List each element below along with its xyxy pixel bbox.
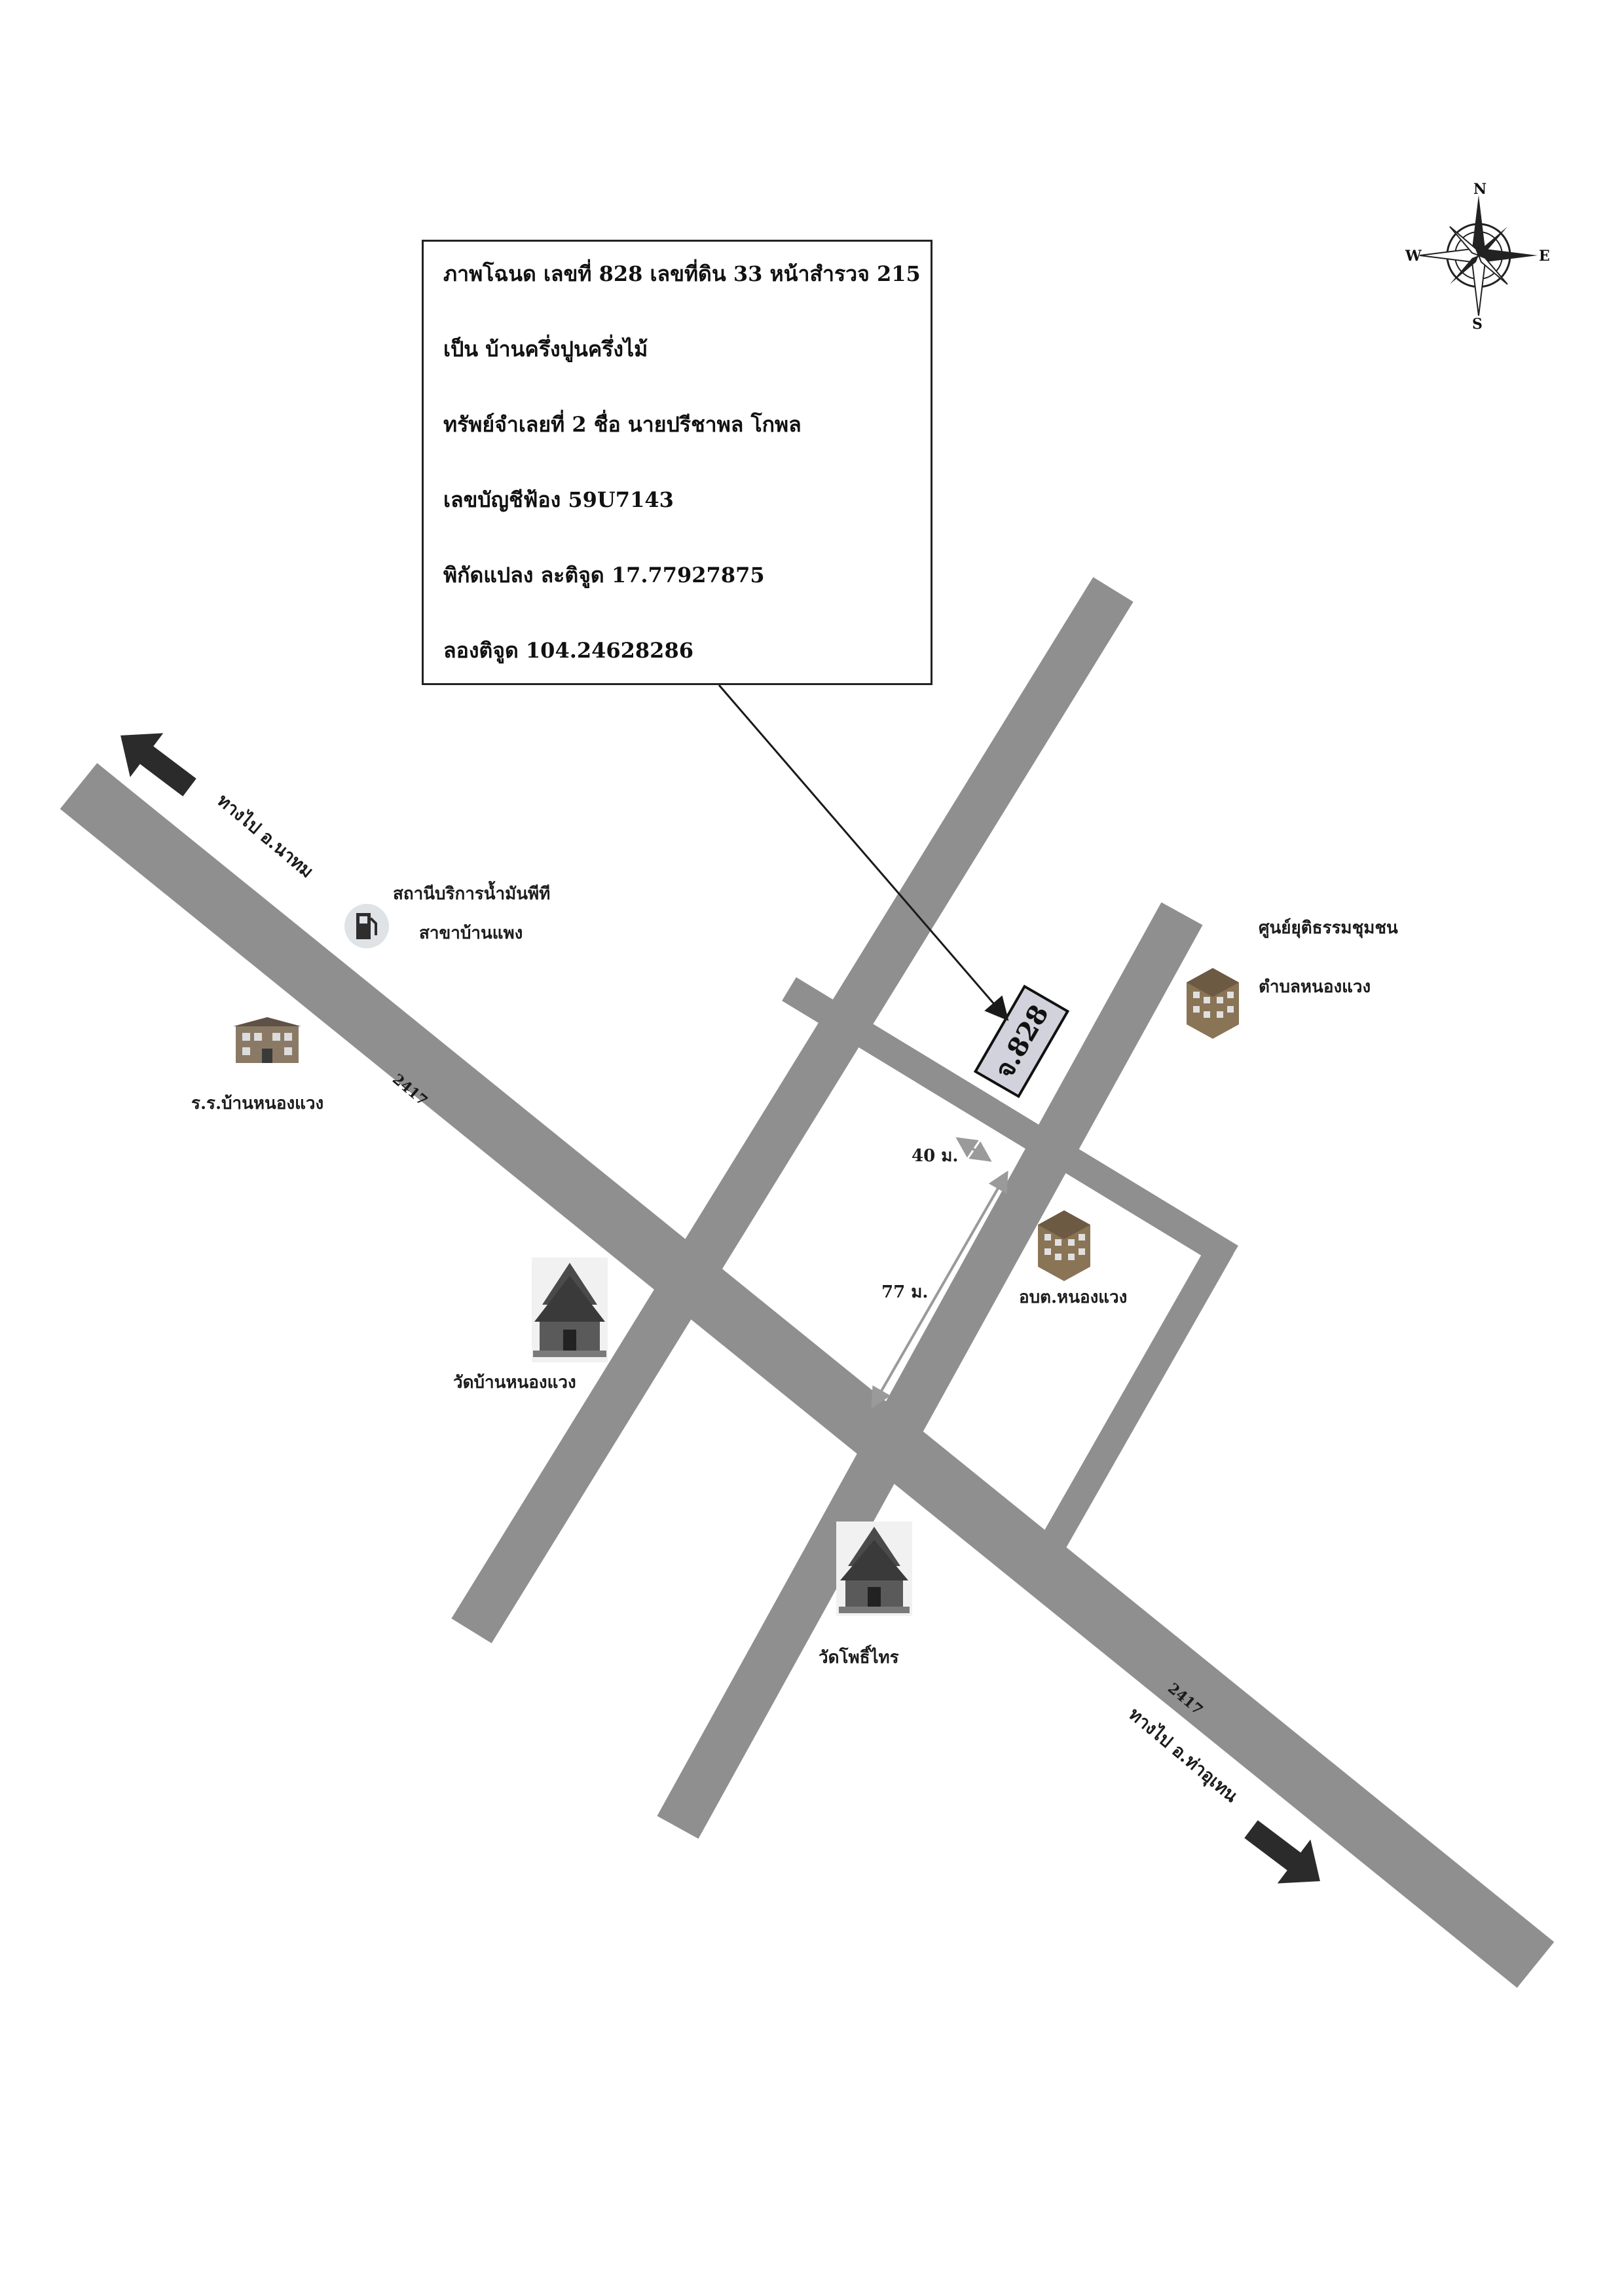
sao-office-label: อบต.หนองแวง [1019,1288,1128,1307]
temple-phothisai-icon [836,1521,912,1616]
dimension-40m-arrow [955,1137,992,1162]
temple-nongwaeng-icon [532,1258,608,1362]
justice-center-building-icon [1187,968,1239,1039]
distance-40m-label: 40 ม. [912,1146,959,1166]
parcel-828: จ.828 [973,984,1070,1098]
gas-station-label-2: สาขาบ้านแพง [419,924,523,943]
compass-w-label: W [1405,248,1422,265]
compass-rose-icon: N S E W [1405,181,1550,333]
sao-office-building-icon [1038,1210,1090,1281]
road-east-soi [1035,1241,1234,1559]
compass-n-label: N [1473,181,1486,198]
info-line-owner: ทรัพย์จำเลยที่ 2 ชื่อ นายปรีชาพล โกพล [443,412,802,437]
arrow-northwest-icon [120,733,196,796]
temple-nongwaeng-label: วัดบ้านหนองแวง [453,1373,576,1392]
distance-77m-label: 77 ม. [881,1282,929,1302]
compass-s-label: S [1472,316,1483,333]
road-crossing-2 [657,902,1203,1839]
parcel-info-box: ภาพโฉนด เลขที่ 828 เลขที่ดิน 33 หน้าสำรว… [422,240,932,685]
arrow-southeast-icon [1244,1820,1320,1884]
road-2417 [60,763,1555,1988]
road-side-soi [782,977,1238,1269]
school-icon [233,1017,301,1063]
info-line-latitude: พิกัดแปลง ละติจูด 17.77927875 [443,563,765,588]
compass-e-label: E [1539,248,1550,265]
leader-line [718,684,1009,1021]
gas-station-icon [344,904,389,948]
info-line-account: เลขบัญชีฟ้อง 59U7143 [443,487,674,512]
gas-station-label-1: สถานีบริการน้ำมันพีที [393,884,551,904]
direction-northwest-label: ทางไป อ.นาทม [213,790,318,882]
justice-center-label-2: ตำบลหนองแวง [1259,977,1371,997]
justice-center-label-1: ศูนย์ยุติธรรมชุมชน [1259,918,1398,938]
school-label: ร.ร.บ้านหนองแวง [191,1094,324,1113]
info-line-type: เป็น บ้านครึ่งปูนครึ่งไม้ [443,337,648,362]
info-line-longitude: ลองติจูด 104.24628286 [443,638,693,663]
info-line-deed: ภาพโฉนด เลขที่ 828 เลขที่ดิน 33 หน้าสำรว… [443,261,921,286]
road-crossing-1 [451,577,1134,1643]
temple-phothisai-label: วัดโพธิ์ไทร [819,1648,899,1668]
dimension-77m-arrow [871,1170,1008,1409]
